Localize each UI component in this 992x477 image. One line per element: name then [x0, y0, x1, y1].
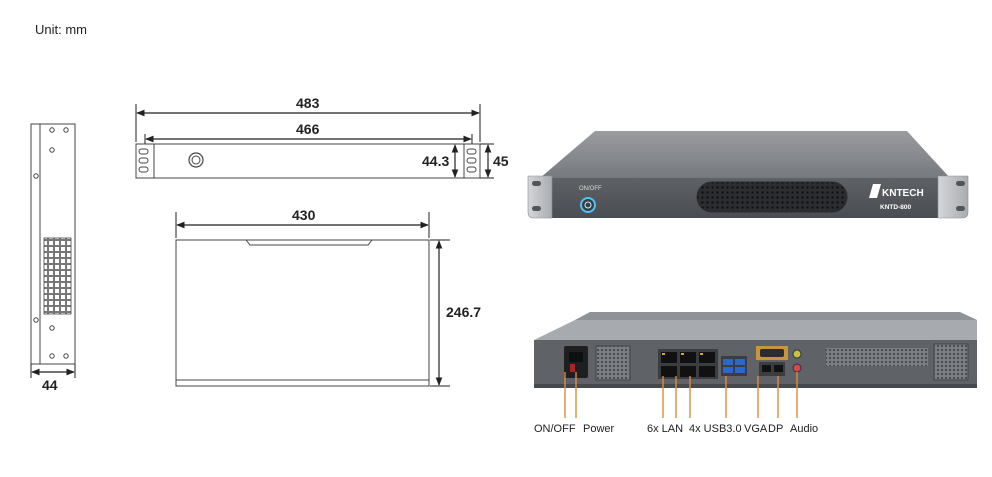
depth-width-label: 430 [292, 207, 316, 223]
depth-label: 246.7 [446, 304, 481, 320]
on-off-label: ON/OFF [534, 423, 576, 435]
model-number: KNTD-800 [880, 204, 911, 211]
side-view-drawing: 44 [30, 123, 76, 393]
audio-label: Audio [790, 423, 818, 435]
vga-dp-ports-icon [756, 346, 788, 376]
front-view-drawing: 483 466 44.3 45 [135, 95, 509, 179]
psu-fan-icon [595, 345, 631, 381]
lan-ports-icon [658, 349, 718, 379]
power-label: Power [583, 423, 615, 435]
unit-label: Unit: mm [35, 22, 87, 37]
audio-jack-icon [792, 349, 802, 359]
on-off-switch-icon [570, 364, 575, 372]
overall-height-label: 45 [493, 153, 509, 169]
front-vent-grille [696, 181, 848, 213]
lan-label: 6x LAN [647, 423, 683, 435]
top-view-drawing: 430 246.7 [175, 207, 481, 387]
body-width-label: 466 [296, 121, 320, 137]
front-button-label: ON/OFF [579, 186, 602, 192]
overall-width-label: 483 [296, 95, 320, 111]
brand-logo-icon [869, 184, 881, 198]
body-height-label: 44.3 [422, 153, 449, 169]
rear-device-render [534, 312, 977, 388]
rear-vent-grille [826, 348, 928, 366]
usb-ports-icon [721, 356, 747, 376]
front-device-render: ON/OFF KNTECH KNTD-800 [527, 131, 969, 219]
brand-name: KNTECH [882, 188, 924, 199]
front-power-button-outline [188, 152, 204, 168]
power-button-icon [580, 197, 596, 213]
side-vent-grid [43, 237, 72, 315]
port-callout-lines [564, 372, 798, 418]
dp-label: DP [768, 423, 783, 435]
usb-label: 4x USB3.0 [689, 423, 742, 435]
side-depth-label: 44 [42, 377, 58, 393]
vga-label: VGA [744, 423, 768, 435]
